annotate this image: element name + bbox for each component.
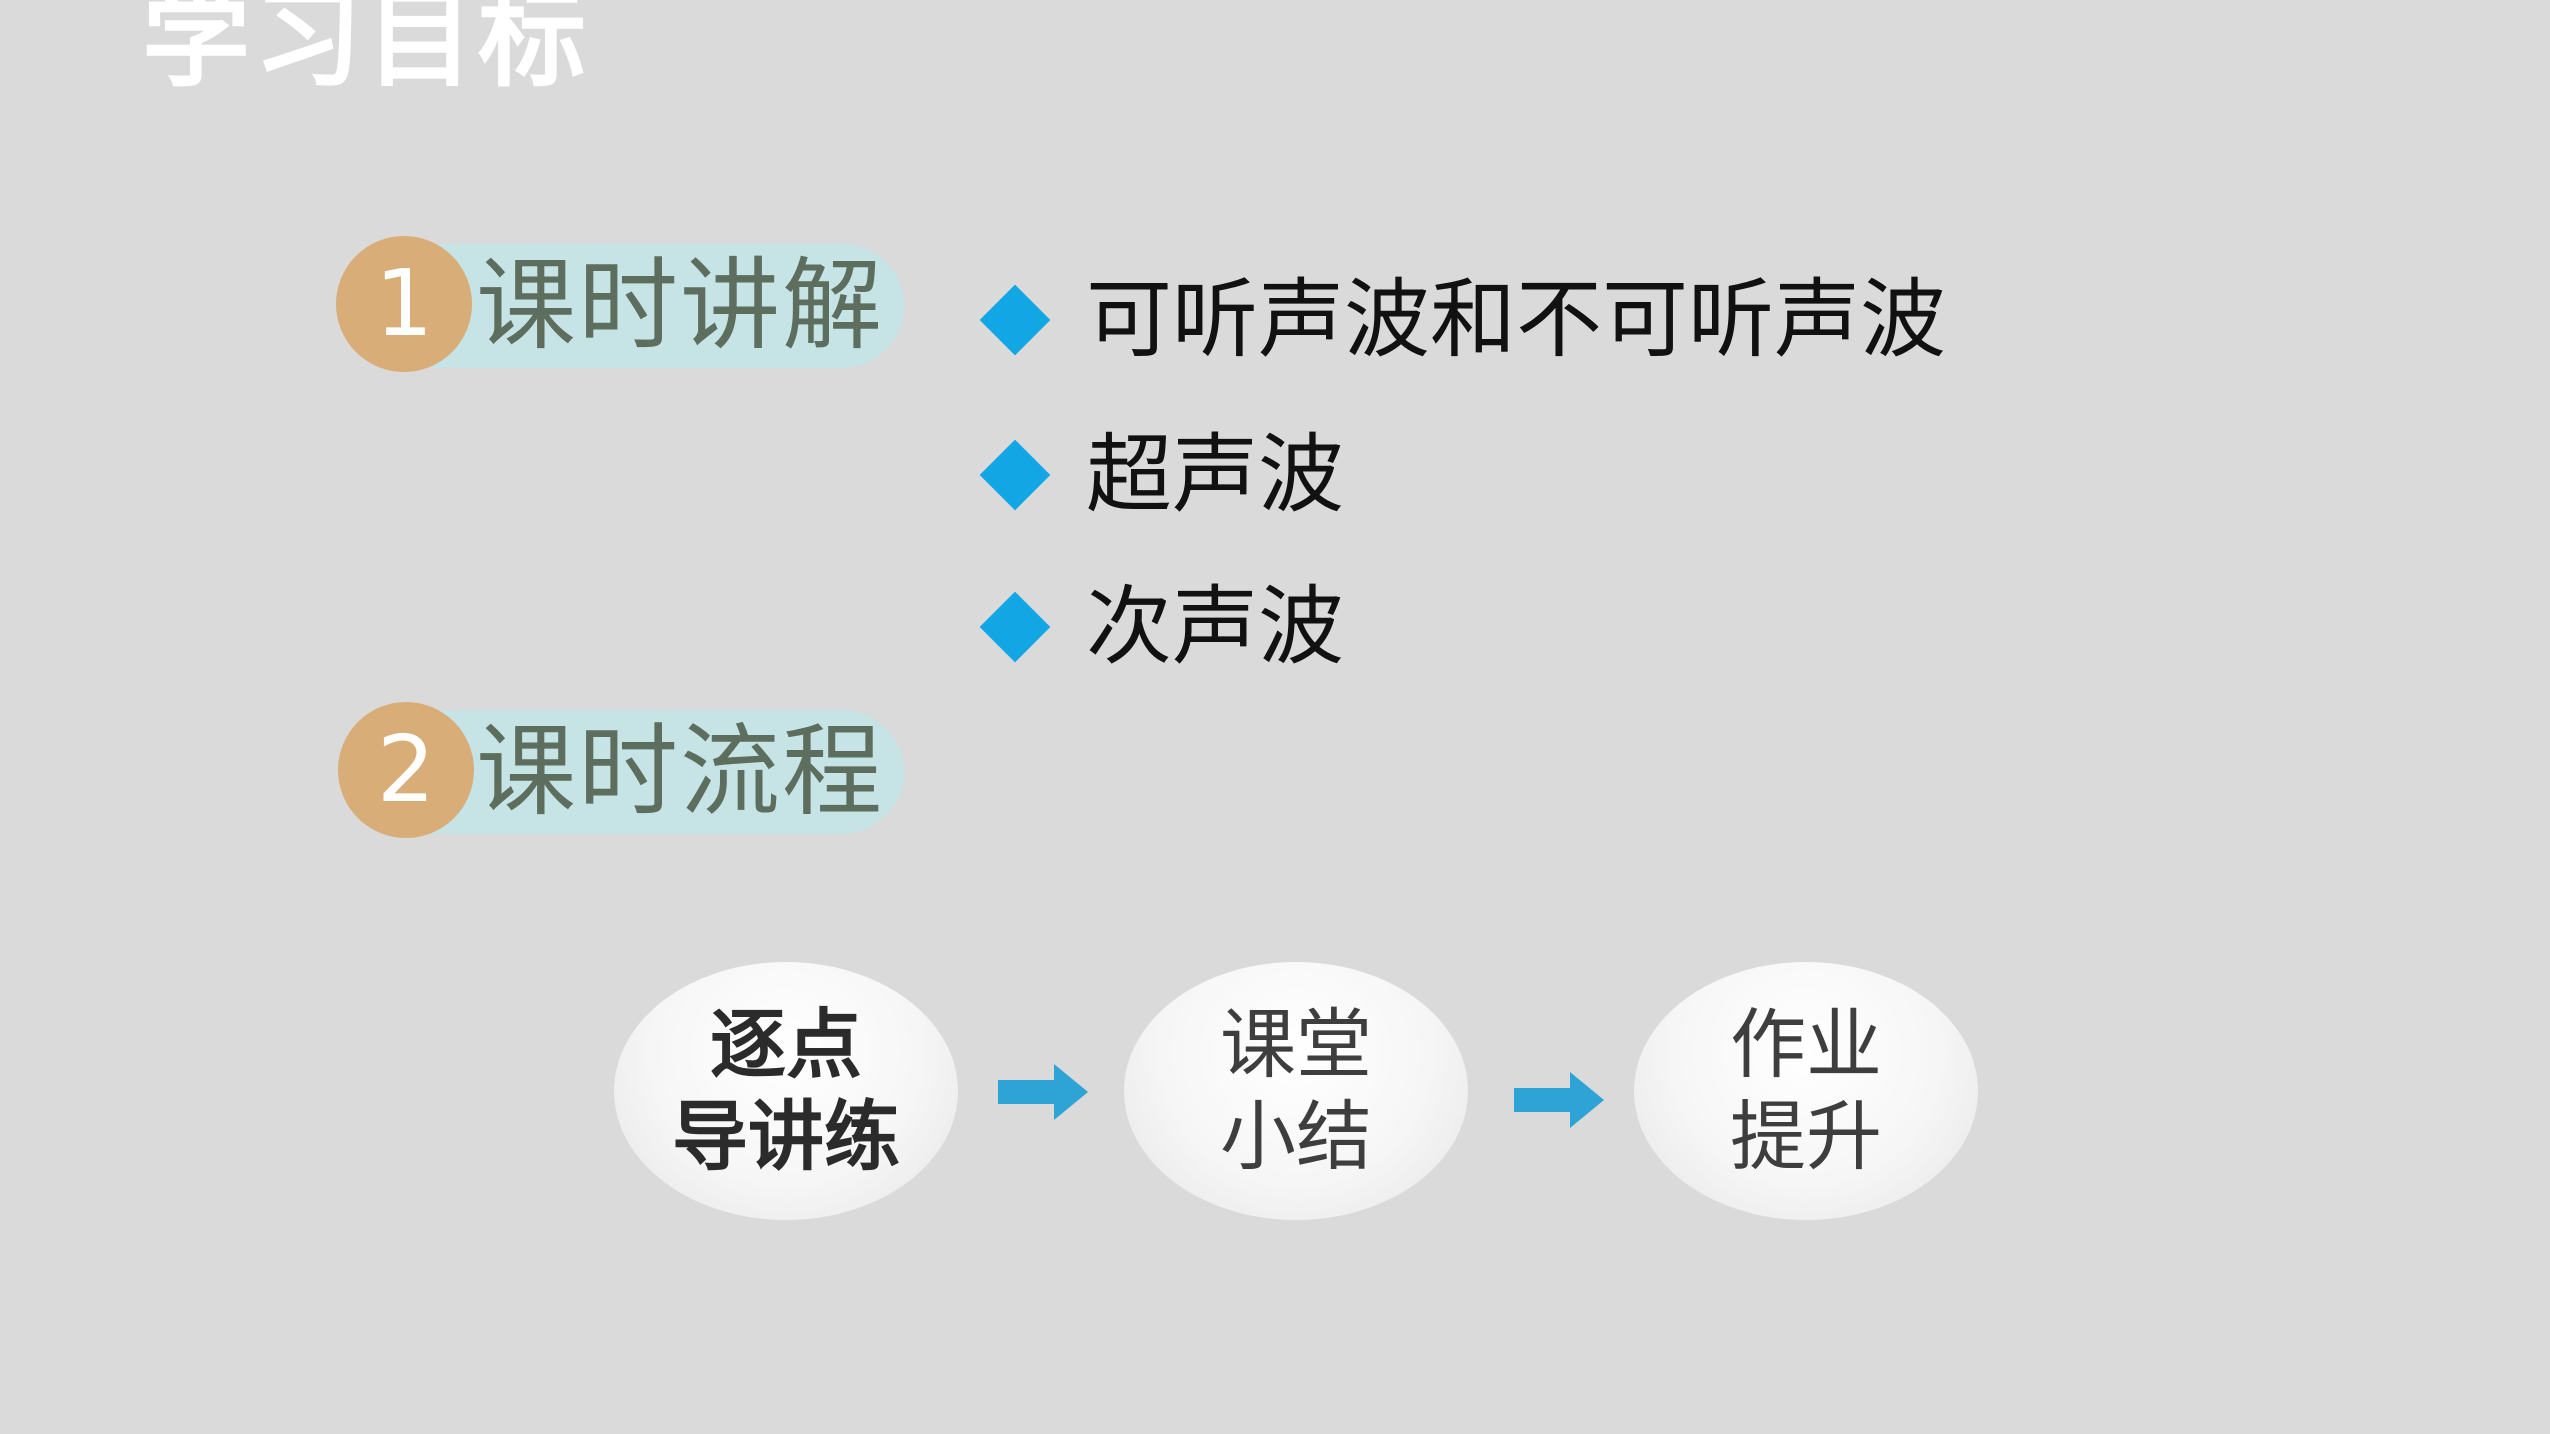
flow-step-practice: 逐点 导讲练 [614,962,958,1220]
bullet-item-3: 次声波 [979,572,1344,682]
arrow-right-icon [998,1064,1088,1120]
flow-step-line: 小结 [1220,1092,1372,1181]
section-1-label: 课时讲解 [476,247,884,364]
bullet-text: 次声波 [1086,577,1344,677]
diamond-bullet-icon [979,284,1051,356]
section-1-number: 1 [336,236,472,372]
flow-step-line: 作业 [1730,1000,1882,1089]
flow-step-summary: 课堂 小结 [1124,962,1468,1220]
bullet-text: 超声波 [1086,425,1344,525]
flow-step-line: 提升 [1730,1092,1882,1181]
diamond-bullet-icon [979,591,1051,663]
flow-step-line: 导讲练 [672,1092,900,1181]
bullet-item-1: 可听声波和不可听声波 [979,265,1946,375]
diamond-bullet-icon [979,439,1051,511]
slide-title: 学习目标 [142,0,591,102]
section-2-label: 课时流程 [476,713,884,830]
flow-step-line: 课堂 [1220,1000,1372,1089]
section-2-number: 2 [338,702,474,838]
bullet-text: 可听声波和不可听声波 [1086,270,1946,370]
flow-step-line: 逐点 [710,1000,862,1089]
flow-step-homework: 作业 提升 [1634,962,1978,1220]
arrow-right-icon [1514,1072,1604,1128]
bullet-item-2: 超声波 [979,420,1344,530]
